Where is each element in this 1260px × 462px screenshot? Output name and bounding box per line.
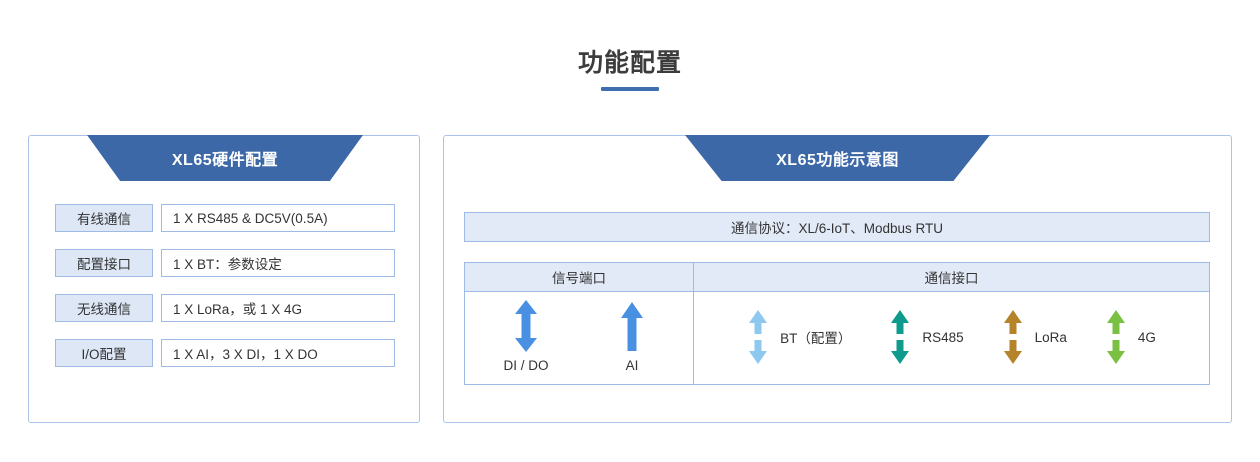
hardware-config-panel: XL65硬件配置 有线通信 1 X RS485 & DC5V(0.5A) 配置接… — [28, 135, 420, 423]
up-arrow-icon — [619, 299, 645, 353]
row-label-config-interface: 配置接口 — [55, 249, 153, 277]
comm-interface-rs485-label: RS485 — [922, 329, 964, 345]
hardware-config-banner-title: XL65硬件配置 — [171, 152, 279, 169]
row-value-config-interface: 1 X BT：参数设定 — [161, 249, 395, 277]
io-table-body-row: DI / DO AI — [465, 292, 1209, 384]
hardware-config-banner: XL65硬件配置 — [87, 135, 363, 181]
comm-interface-bt: BT（配置） — [747, 309, 851, 365]
hardware-config-row-list: 有线通信 1 X RS485 & DC5V(0.5A) 配置接口 1 X BT：… — [55, 204, 395, 384]
comm-interface-4g-label: 4G — [1137, 329, 1156, 345]
column-header-signal-port: 信号端口 — [552, 271, 606, 286]
signal-port-ai: AI — [603, 299, 661, 373]
double-arrow-icon — [1002, 309, 1024, 365]
table-row: 配置接口 1 X BT：参数设定 — [55, 249, 395, 277]
io-table: 信号端口 通信接口 DI / DO — [464, 262, 1210, 385]
signal-port-ai-label: AI — [625, 358, 639, 373]
comm-interface-rs485: RS485 — [889, 309, 964, 365]
double-arrow-icon — [889, 309, 911, 365]
table-row: I/O配置 1 X AI，3 X DI，1 X DO — [55, 339, 395, 367]
table-row: 无线通信 1 X LoRa，或 1 X 4G — [55, 294, 395, 322]
comm-interface-lora: LoRa — [1002, 309, 1067, 365]
function-diagram-panel: XL65功能示意图 通信协议：XL/6-IoT、Modbus RTU 信号端口 … — [443, 135, 1232, 423]
title-underline — [601, 87, 659, 91]
page-title-block: 功能配置 — [0, 48, 1260, 91]
protocol-bar: 通信协议：XL/6-IoT、Modbus RTU — [464, 212, 1210, 242]
signal-port-di-do-label: DI / DO — [503, 358, 549, 373]
row-value-wireless-comm: 1 X LoRa，或 1 X 4G — [161, 294, 395, 322]
function-diagram-banner-title: XL65功能示意图 — [776, 152, 899, 169]
page-title: 功能配置 — [577, 49, 682, 77]
row-label-wireless-comm: 无线通信 — [55, 294, 153, 322]
signal-port-di-do: DI / DO — [497, 299, 555, 373]
signal-port-cell: DI / DO AI — [465, 292, 693, 384]
column-header-comm-interface: 通信接口 — [693, 263, 1209, 291]
double-arrow-icon — [1105, 309, 1127, 365]
comm-interface-cell: BT（配置） RS485 — [693, 292, 1209, 384]
double-arrow-icon — [513, 299, 539, 353]
row-label-wired-comm: 有线通信 — [55, 204, 153, 232]
row-label-io-config: I/O配置 — [55, 339, 153, 367]
table-row: 有线通信 1 X RS485 & DC5V(0.5A) — [55, 204, 395, 232]
row-value-io-config: 1 X AI，3 X DI，1 X DO — [161, 339, 395, 367]
comm-interface-4g: 4G — [1105, 309, 1156, 365]
row-value-wired-comm: 1 X RS485 & DC5V(0.5A) — [161, 204, 395, 232]
double-arrow-icon — [747, 309, 769, 365]
comm-interface-bt-label: BT（配置） — [780, 331, 852, 346]
function-diagram-banner: XL65功能示意图 — [685, 135, 990, 181]
comm-interface-lora-label: LoRa — [1034, 329, 1067, 345]
io-table-header-row: 信号端口 通信接口 — [465, 263, 1209, 292]
